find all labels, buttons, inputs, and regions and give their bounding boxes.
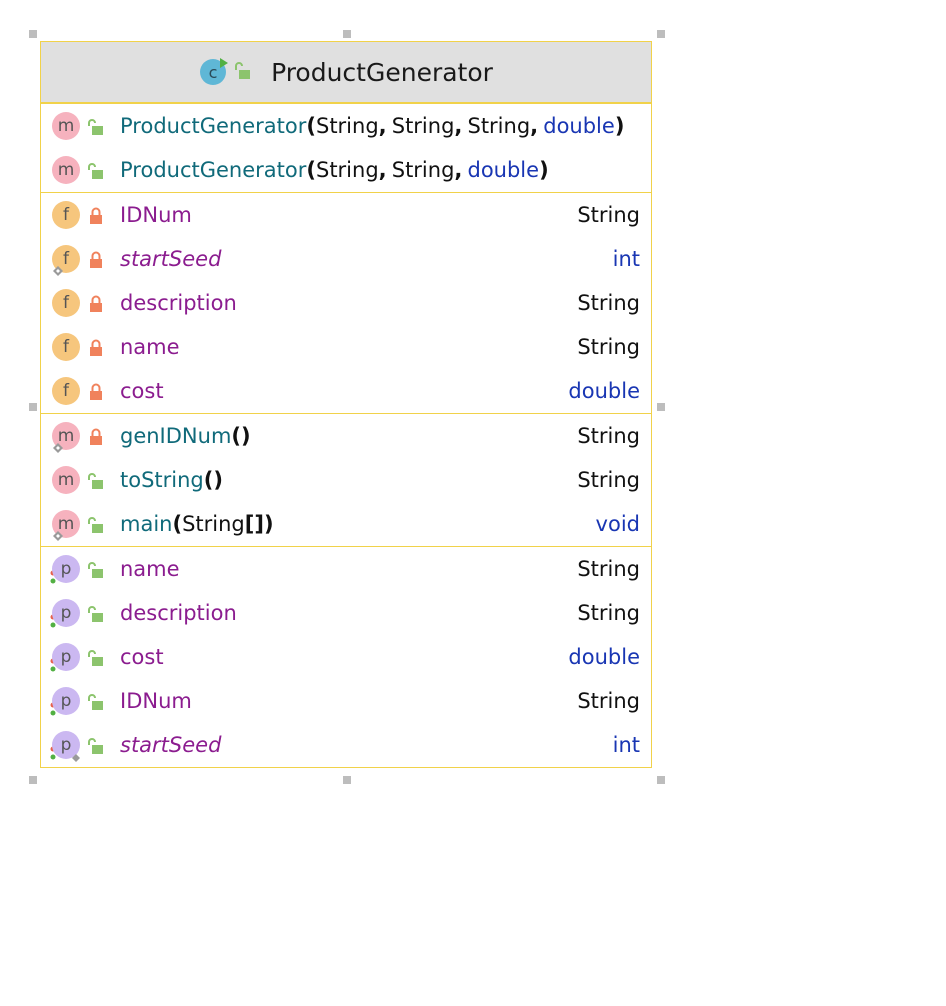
- method-kind-icon: m: [52, 466, 80, 494]
- resize-handle-top-left[interactable]: [29, 30, 37, 38]
- field-type: String: [577, 335, 640, 359]
- field-type: String: [577, 291, 640, 315]
- resize-handle-top-middle[interactable]: [343, 30, 351, 38]
- class-header[interactable]: c ProductGenerator: [41, 42, 651, 103]
- property-name: description: [120, 601, 237, 625]
- field-name: startSeed: [120, 247, 222, 271]
- constructor-name: ProductGenerator: [120, 114, 307, 138]
- methods-section: m genIDNum() String m toString() String …: [41, 413, 651, 546]
- public-unlock-icon: [88, 694, 103, 710]
- method-name: genIDNum: [120, 424, 232, 448]
- fields-section: f IDNum String f startSeed int f descrip…: [41, 192, 651, 413]
- method-row[interactable]: m genIDNum() String: [41, 414, 651, 458]
- resize-handle-middle-right[interactable]: [657, 403, 665, 411]
- public-unlock-icon: [88, 119, 103, 135]
- class-title: ProductGenerator: [271, 57, 493, 87]
- constructor-row[interactable]: m ProductGenerator(String, String, doubl…: [41, 148, 651, 192]
- field-name: description: [120, 291, 237, 315]
- public-unlock-icon: [88, 650, 103, 666]
- property-row[interactable]: p startSeed int: [41, 723, 651, 767]
- public-unlock-icon: [88, 517, 103, 533]
- method-row[interactable]: m main(String[]) void: [41, 502, 651, 546]
- properties-section: p name String p description String p cos…: [41, 546, 651, 767]
- static-diamond-icon: [72, 754, 80, 762]
- property-type: String: [577, 689, 640, 713]
- method-row[interactable]: m toString() String: [41, 458, 651, 502]
- constructor-name: ProductGenerator: [120, 158, 307, 182]
- field-name: cost: [120, 379, 164, 403]
- property-row[interactable]: p cost double: [41, 635, 651, 679]
- resize-handle-bottom-middle[interactable]: [343, 776, 351, 784]
- resize-handle-top-right[interactable]: [657, 30, 665, 38]
- field-type: double: [568, 379, 640, 403]
- field-kind-icon: f: [52, 289, 80, 317]
- property-type: int: [612, 733, 640, 757]
- constructors-section: m ProductGenerator(String, String, Strin…: [41, 103, 651, 192]
- property-kind-icon: p: [52, 555, 80, 583]
- field-type: String: [577, 203, 640, 227]
- public-unlock-icon: [88, 738, 103, 754]
- static-diamond-icon: [53, 266, 63, 276]
- method-return-type: String: [577, 424, 640, 448]
- constructor-row[interactable]: m ProductGenerator(String, String, Strin…: [41, 104, 651, 148]
- method-return-type: void: [595, 512, 640, 536]
- field-kind-icon: f: [52, 377, 80, 405]
- method-return-type: String: [577, 468, 640, 492]
- property-name: name: [120, 557, 180, 581]
- property-name: cost: [120, 645, 164, 669]
- static-diamond-icon: [53, 443, 63, 453]
- property-name: startSeed: [120, 733, 222, 757]
- public-unlock-icon: [88, 606, 103, 622]
- private-lock-icon: [90, 295, 102, 312]
- property-kind-icon: p: [52, 687, 80, 715]
- field-kind-icon: f: [52, 333, 80, 361]
- private-lock-icon: [90, 207, 102, 224]
- private-lock-icon: [90, 428, 102, 445]
- private-lock-icon: [90, 339, 102, 356]
- method-name: toString: [120, 468, 204, 492]
- method-kind-icon: m: [52, 156, 80, 184]
- resize-handle-bottom-left[interactable]: [29, 776, 37, 784]
- public-unlock-icon: [88, 163, 103, 179]
- class-c-icon: c: [200, 58, 251, 85]
- field-row[interactable]: f name String: [41, 325, 651, 369]
- field-type: int: [612, 247, 640, 271]
- private-lock-icon: [90, 383, 102, 400]
- method-kind-icon: m: [52, 112, 80, 140]
- public-unlock-icon: [88, 562, 103, 578]
- static-diamond-icon: [53, 531, 63, 541]
- class-diagram-node[interactable]: c ProductGenerator m ProductGenerator(St…: [40, 41, 652, 768]
- property-kind-icon: p: [52, 731, 80, 759]
- field-name: name: [120, 335, 180, 359]
- resize-handle-middle-left[interactable]: [29, 403, 37, 411]
- property-type: String: [577, 557, 640, 581]
- property-type: String: [577, 601, 640, 625]
- field-row[interactable]: f description String: [41, 281, 651, 325]
- property-kind-icon: p: [52, 643, 80, 671]
- field-row[interactable]: f IDNum String: [41, 193, 651, 237]
- svg-text:c: c: [209, 63, 218, 82]
- resize-handle-bottom-right[interactable]: [657, 776, 665, 784]
- public-unlock-icon: [88, 473, 103, 489]
- field-kind-icon: f: [52, 201, 80, 229]
- property-row[interactable]: p IDNum String: [41, 679, 651, 723]
- field-row[interactable]: f startSeed int: [41, 237, 651, 281]
- property-name: IDNum: [120, 689, 192, 713]
- property-row[interactable]: p name String: [41, 547, 651, 591]
- property-row[interactable]: p description String: [41, 591, 651, 635]
- property-type: double: [568, 645, 640, 669]
- property-kind-icon: p: [52, 599, 80, 627]
- field-name: IDNum: [120, 203, 192, 227]
- field-row[interactable]: f cost double: [41, 369, 651, 413]
- method-name: main: [120, 512, 173, 536]
- private-lock-icon: [90, 251, 102, 268]
